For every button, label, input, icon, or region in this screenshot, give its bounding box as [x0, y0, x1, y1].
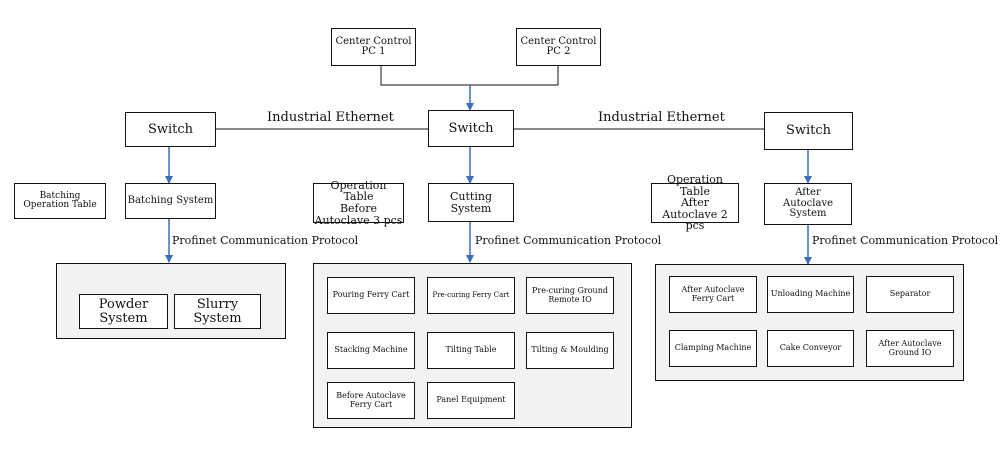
after-autoclave-ferry-cart: After Autoclave Ferry Cart [669, 276, 757, 313]
pre-curing-ferry-cart: Pre-curing Ferry Cart [427, 277, 515, 314]
cutting-system: Cutting System [428, 183, 514, 222]
operation-table-before-autoclave: Operation Table Before Autoclave 3 pcs [313, 178, 404, 227]
unloading-machine: Unloading Machine [767, 276, 854, 313]
center-control-pc2: Center Control PC 2 [516, 28, 601, 66]
clamping-machine: Clamping Machine [669, 330, 757, 367]
center-device-group: Pouring Ferry Cart Pre-curing Ferry Cart… [313, 263, 632, 428]
pre-curing-ground-remote-io: Pre-curing Ground Remote IO [526, 277, 614, 314]
separator: Separator [866, 276, 954, 313]
powder-system: Powder System [79, 294, 168, 329]
slurry-system: Slurry System [174, 294, 261, 329]
right-device-group: After Autoclave Ferry Cart Unloading Mac… [655, 264, 964, 381]
ethernet-label-right: Industrial Ethernet [598, 110, 725, 125]
switch-left: Switch [125, 112, 216, 147]
after-autoclave-ground-io: After Autoclave Ground IO [866, 330, 954, 367]
center-control-pc1: Center Control PC 1 [331, 28, 416, 66]
cake-conveyor: Cake Conveyor [767, 330, 854, 367]
right-protocol-label: Profinet Communication Protocol [812, 234, 999, 247]
operation-table-after-autoclave: Operation Table After Autoclave 2 pcs [651, 174, 739, 232]
center-protocol-label: Profinet Communication Protocol [475, 234, 662, 247]
left-device-group: Powder System Slurry System [56, 263, 286, 339]
pc1-link [380, 66, 559, 86]
switch-right: Switch [764, 112, 853, 150]
tilting-and-moulding: Tilting & Moulding [526, 332, 614, 369]
stacking-machine: Stacking Machine [327, 332, 415, 369]
ethernet-label-left: Industrial Ethernet [267, 110, 394, 125]
left-protocol-label: Profinet Communication Protocol [172, 234, 359, 247]
before-autoclave-ferry-cart: Before Autoclave Ferry Cart [327, 382, 415, 419]
pouring-ferry-cart: Pouring Ferry Cart [327, 277, 415, 314]
batching-operation-table: Batching Operation Table [14, 183, 106, 219]
panel-equipment: Panel Equipment [427, 382, 515, 419]
switch-center: Switch [428, 110, 514, 147]
tilting-table: Tilting Table [427, 332, 515, 369]
batching-system: Batching System [125, 183, 216, 219]
after-autoclave-system: After Autoclave System [764, 183, 852, 225]
